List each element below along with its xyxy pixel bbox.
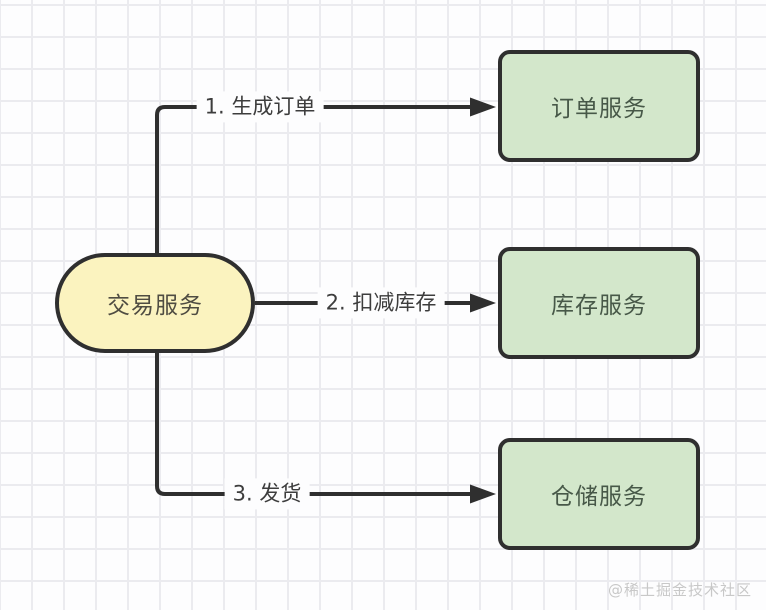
arrowhead-deduct-inventory-icon bbox=[470, 293, 496, 313]
edge-generate-order bbox=[155, 105, 472, 253]
edge-label-ship: 3. 发货 bbox=[224, 478, 310, 510]
edge-label-generate-order: 1. 生成订单 bbox=[196, 91, 324, 123]
edge-ship bbox=[155, 353, 472, 496]
node-warehouse-service: 仓储服务 bbox=[498, 438, 700, 550]
node-order-service: 订单服务 bbox=[498, 50, 700, 162]
arrowhead-ship-icon bbox=[470, 484, 496, 504]
arrowhead-generate-order-icon bbox=[470, 97, 496, 117]
node-inventory-service-label: 库存服务 bbox=[551, 293, 647, 319]
watermark: @稀土掘金技术社区 bbox=[607, 581, 752, 599]
edge-label-deduct-inventory: 2. 扣减库存 bbox=[317, 287, 445, 319]
node-warehouse-service-label: 仓储服务 bbox=[551, 484, 647, 510]
node-transaction-service: 交易服务 bbox=[55, 253, 255, 353]
node-inventory-service: 库存服务 bbox=[498, 247, 700, 359]
node-transaction-service-label: 交易服务 bbox=[107, 293, 203, 319]
node-order-service-label: 订单服务 bbox=[551, 96, 647, 122]
